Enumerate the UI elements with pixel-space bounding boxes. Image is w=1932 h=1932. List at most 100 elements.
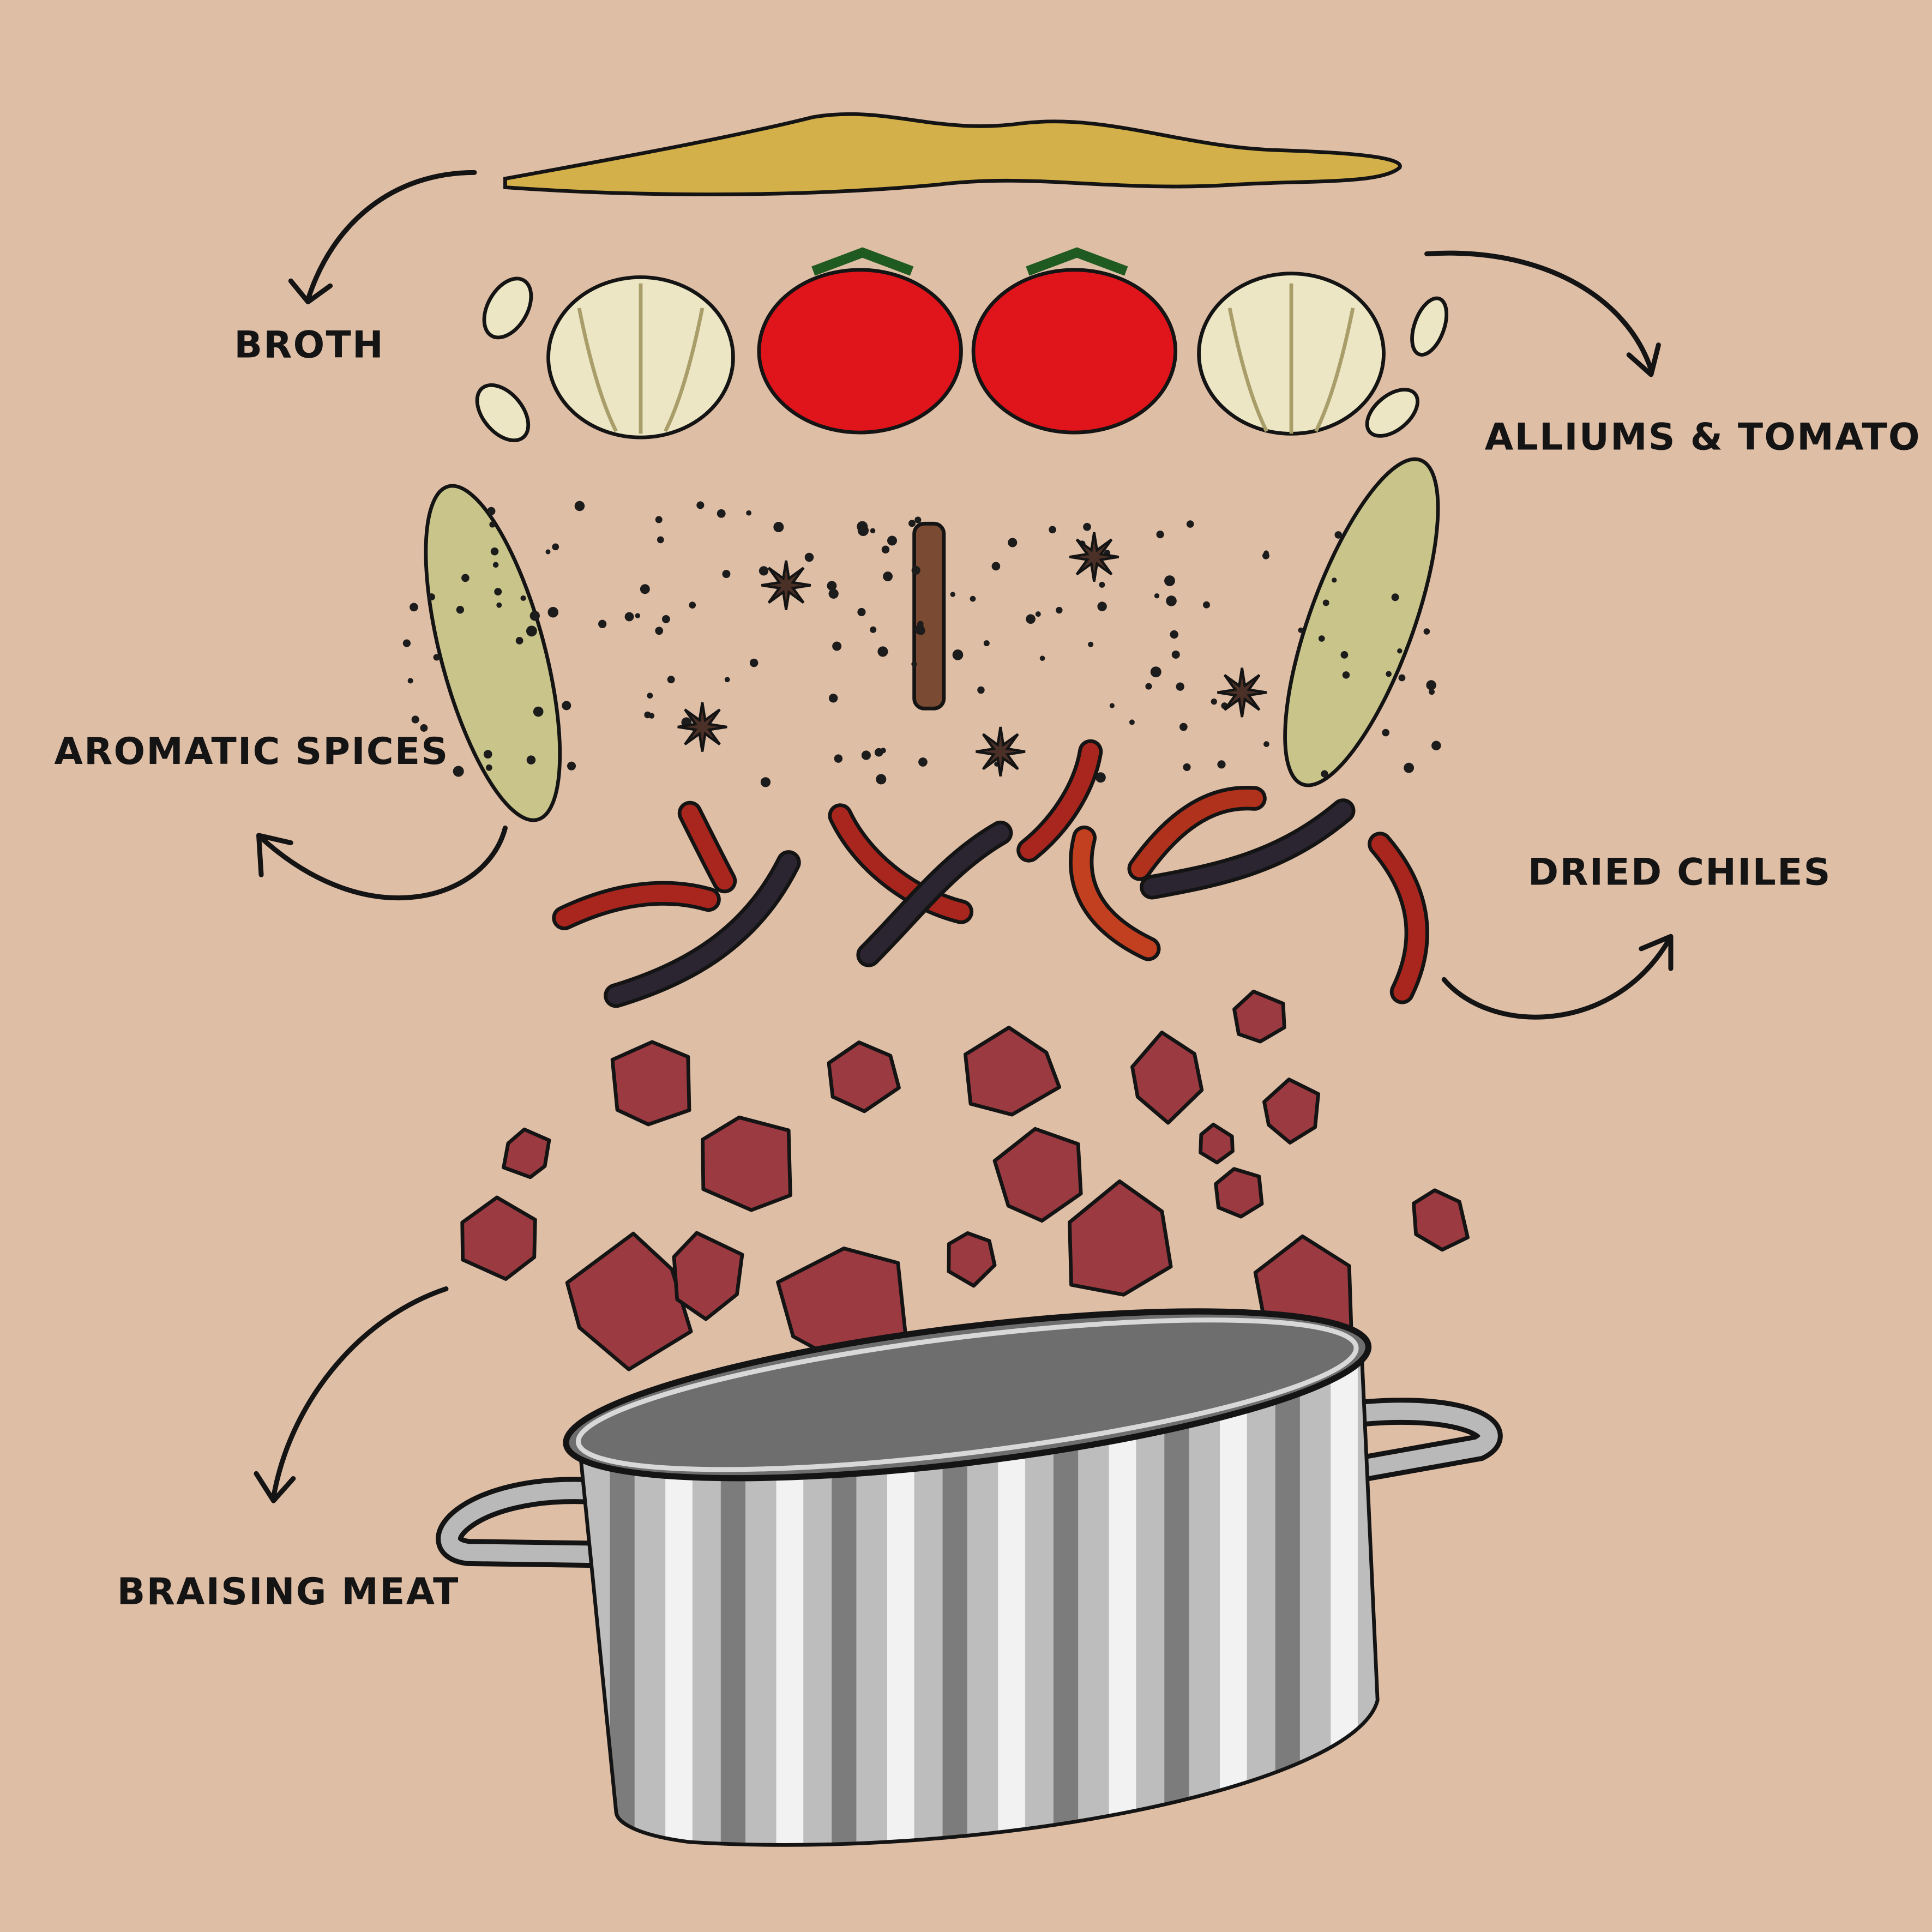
peppercorn <box>1008 538 1018 547</box>
star-anise-icon <box>1217 667 1267 718</box>
garlic-clove <box>475 383 531 442</box>
peppercorn <box>952 649 964 660</box>
peppercorn <box>1391 593 1399 601</box>
peppercorn <box>411 715 419 724</box>
peppercorn <box>1340 651 1349 659</box>
peppercorn <box>598 619 607 628</box>
meat-cube <box>565 1231 693 1371</box>
peppercorn <box>983 640 990 647</box>
peppercorn <box>529 611 540 621</box>
peppercorn <box>1156 530 1164 539</box>
peppercorn <box>876 774 887 785</box>
peppercorn <box>991 562 1001 571</box>
peppercorn <box>547 607 558 618</box>
peppercorn <box>567 761 576 771</box>
peppercorn <box>977 686 985 694</box>
peppercorn <box>724 677 730 683</box>
meat-cube <box>1068 1179 1173 1297</box>
meat-cube <box>460 1195 537 1281</box>
tomato-right <box>971 247 1178 435</box>
peppercorn <box>1171 650 1180 659</box>
garlic-bulb-right <box>1197 272 1386 436</box>
dried-chile-fill <box>556 884 718 927</box>
star-anise-icon <box>677 702 727 752</box>
peppercorn <box>1423 628 1430 635</box>
peppercorn <box>908 520 916 527</box>
arrow-meat <box>254 1286 449 1503</box>
peppercorn <box>655 627 664 635</box>
peppercorn <box>1332 577 1337 583</box>
peppercorn <box>1145 683 1152 690</box>
peppercorn <box>1217 760 1226 769</box>
peppercorn <box>1263 741 1269 747</box>
peppercorn <box>917 621 924 628</box>
meat-cube <box>1214 1167 1264 1219</box>
peppercorn <box>1083 522 1091 531</box>
peppercorn <box>496 602 502 608</box>
peppercorn <box>749 658 759 667</box>
dried-chile-fill <box>1131 789 1263 877</box>
star-anise-icon <box>1069 532 1120 582</box>
peppercorn <box>746 510 751 516</box>
peppercorn <box>917 627 925 635</box>
peppercorn <box>428 593 435 601</box>
peppercorn <box>407 678 413 684</box>
peppercorn <box>828 694 838 703</box>
peppercorn <box>881 545 890 554</box>
peppercorn <box>533 706 544 717</box>
peppercorn <box>1183 763 1191 771</box>
peppercorn <box>490 547 499 556</box>
star-anise-icon <box>761 560 811 610</box>
peppercorn <box>420 724 428 732</box>
meat-cube <box>1130 1031 1204 1125</box>
peppercorn <box>970 595 976 602</box>
meat-cube <box>947 1231 997 1288</box>
stock-pot <box>436 1308 1503 1847</box>
peppercorn <box>1397 648 1403 654</box>
dried-chile-fill <box>1072 829 1157 958</box>
peppercorn <box>1404 762 1415 773</box>
peppercorn <box>545 549 551 555</box>
peppercorn <box>834 754 843 763</box>
garlic-clove <box>1410 296 1449 357</box>
peppercorn <box>914 516 922 523</box>
peppercorn <box>1170 630 1178 639</box>
meat-cube <box>1199 1122 1235 1165</box>
peppercorn <box>857 607 866 617</box>
peppercorn <box>696 501 705 509</box>
peppercorn <box>1431 741 1441 751</box>
peppercorn <box>887 535 897 546</box>
label-aromatic-spices: AROMATIC SPICES <box>54 730 449 773</box>
peppercorn <box>1298 627 1304 633</box>
peppercorn <box>870 528 876 534</box>
peppercorn <box>492 562 499 568</box>
peppercorn <box>1322 599 1329 606</box>
peppercorn <box>1129 719 1135 725</box>
peppercorn <box>883 571 893 581</box>
peppercorn <box>1154 593 1160 599</box>
peppercorn <box>483 750 492 759</box>
peppercorn <box>644 711 651 719</box>
peppercorn <box>624 612 634 622</box>
peppercorn <box>1109 703 1115 708</box>
peppercorn <box>526 625 537 637</box>
meat-cube <box>610 1040 691 1127</box>
peppercorn <box>773 522 784 533</box>
peppercorn <box>804 552 814 562</box>
label-dried-chiles: DRIED CHILES <box>1528 850 1832 893</box>
peppercorn <box>827 581 837 591</box>
peppercorn <box>1039 655 1045 661</box>
peppercorn <box>640 584 650 594</box>
star-anise-icon <box>976 726 1026 777</box>
peppercorn <box>410 603 418 612</box>
peppercorn <box>562 701 571 711</box>
peppercorn <box>520 595 526 601</box>
dried-chile-fill <box>860 824 1009 964</box>
peppercorn <box>453 766 464 777</box>
arrow-alliums <box>1424 250 1661 377</box>
peppercorn <box>456 606 465 614</box>
peppercorn <box>877 646 888 657</box>
peppercorn <box>1097 601 1107 611</box>
peppercorn <box>717 509 726 518</box>
